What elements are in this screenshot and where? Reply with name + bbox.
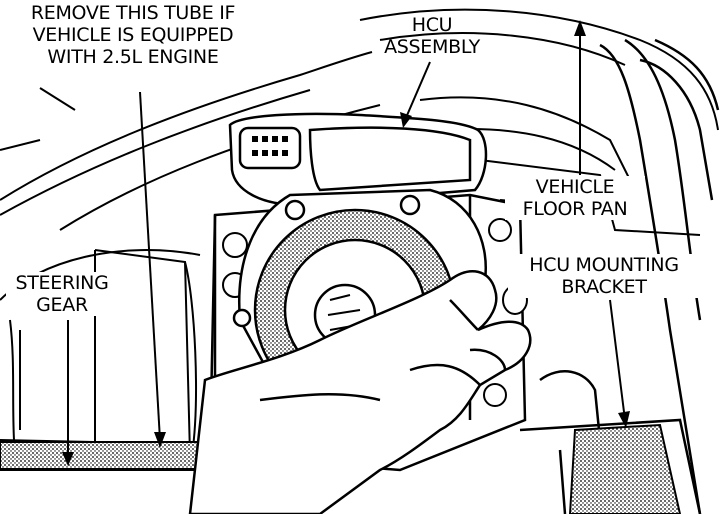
callout-vehicle-floor-pan: VEHICLE FLOOR PAN bbox=[505, 176, 645, 220]
callout-remove-tube-line-1: REMOVE THIS TUBE IF bbox=[30, 2, 236, 24]
leader-lines bbox=[39, 28, 626, 460]
hcu-connector bbox=[228, 112, 488, 207]
callout-remove-tube: REMOVE THIS TUBE IF VEHICLE IS EQUIPPED … bbox=[8, 2, 258, 68]
bracket-stipple bbox=[568, 423, 682, 514]
callout-remove-tube-line-3: WITH 2.5L ENGINE bbox=[47, 46, 219, 68]
leader-arrowheads bbox=[62, 20, 630, 466]
callout-hcu-assembly: HCU ASSEMBLY bbox=[372, 14, 492, 58]
connector-pins bbox=[252, 136, 288, 156]
callout-hcu-mounting-bracket-line-1: HCU MOUNTING bbox=[529, 254, 679, 276]
callout-steering-gear-line-1: STEERING bbox=[15, 272, 109, 294]
hcu-mounting-bracket bbox=[519, 370, 702, 514]
callout-hcu-assembly-line-1: HCU bbox=[411, 14, 453, 36]
callout-steering-gear-line-2: GEAR bbox=[36, 294, 88, 316]
hand bbox=[188, 270, 532, 514]
callout-remove-tube-line-2: VEHICLE IS EQUIPPED bbox=[32, 24, 234, 46]
callout-vehicle-floor-pan-line-1: VEHICLE bbox=[535, 176, 615, 198]
callout-hcu-mounting-bracket-line-2: BRACKET bbox=[561, 276, 647, 298]
callout-hcu-mounting-bracket: HCU MOUNTING BRACKET bbox=[508, 254, 700, 298]
callout-hcu-assembly-line-2: ASSEMBLY bbox=[384, 36, 480, 58]
callout-steering-gear: STEERING GEAR bbox=[6, 272, 118, 316]
callout-vehicle-floor-pan-line-2: FLOOR PAN bbox=[522, 198, 628, 220]
